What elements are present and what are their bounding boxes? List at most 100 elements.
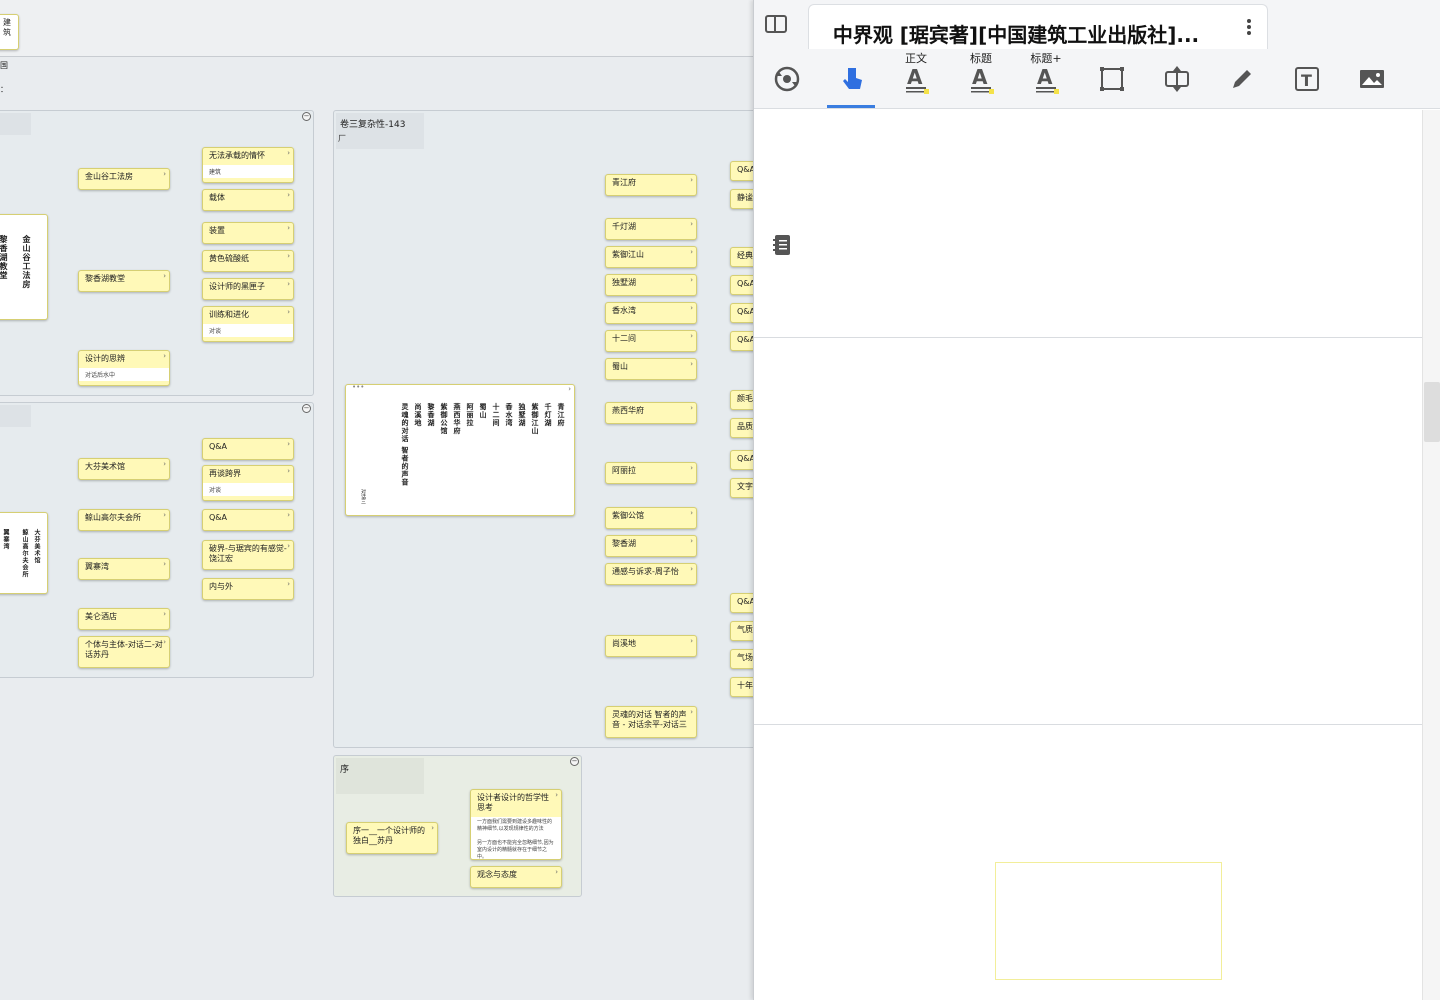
tool-image[interactable] (1345, 50, 1397, 108)
leaf-node[interactable]: Q&A (730, 161, 760, 181)
tool-label: 正文 (905, 52, 927, 65)
sidebar-toggle-icon[interactable] (765, 15, 787, 33)
mindmap-canvas[interactable]: 建筑 国 ： − 金山谷工法房 黎香湖教堂 (0, 0, 760, 1000)
arrow-icon: › (555, 868, 558, 876)
node-dafen[interactable]: 大芬美术馆› (78, 458, 170, 480)
tool-pointer[interactable] (825, 50, 877, 108)
branch-node[interactable]: 尚溪地› (605, 635, 697, 657)
page-section-2[interactable] (754, 338, 1422, 725)
node-label: 载体 (209, 193, 225, 202)
group-a-label-bg (0, 113, 31, 135)
scrollbar-thumb[interactable] (1424, 382, 1440, 442)
group-b-center-node[interactable]: 大芬美术馆 鲸山高尔夫会所 翼寨湾 (0, 512, 48, 594)
node-huangse[interactable]: 黄色硫酸纸› (202, 250, 294, 272)
branch-node[interactable]: 紫御江山› (605, 246, 697, 268)
branch-node[interactable]: 紫御公馆› (605, 507, 697, 529)
node-kuajie[interactable]: 再谈跨界对谈› (202, 465, 294, 501)
arrow-icon: › (690, 509, 693, 517)
node-zaiti[interactable]: 载体› (202, 189, 294, 211)
group-c-center-node[interactable]: ••• › 青江府千灯湖紫御江山独墅湖香水湾十二间蜀山阿丽拉燕西华府紫御公馆黎香… (345, 383, 575, 516)
document-tab[interactable]: 中界观 [琚宾著][中国建筑工业出版社]... (808, 4, 1268, 49)
more-menu-icon[interactable] (1247, 17, 1253, 37)
node-label: 十年 (737, 681, 753, 690)
arrow-icon: › (163, 610, 166, 618)
node-heixiazi[interactable]: 设计师的黑匣子› (202, 278, 294, 300)
leaf-node[interactable]: Q&A (730, 593, 760, 613)
stub-card-label: 建筑 (3, 18, 11, 37)
active-indicator (827, 105, 875, 108)
branch-node[interactable]: 阿丽拉› (605, 462, 697, 484)
scrollbar[interactable] (1422, 110, 1440, 1000)
tool-text-box[interactable]: T (1280, 50, 1332, 108)
node-label: 内与外 (209, 582, 233, 591)
node-jingshan[interactable]: 鲸山高尔夫会所› (78, 509, 170, 531)
leaf-node[interactable]: Q&A (730, 450, 760, 470)
node-pojie[interactable]: 破界-与琚宾的有感觉-饶江宏› (202, 540, 294, 570)
branch-node[interactable]: 青江府› (605, 174, 697, 196)
leaf-node[interactable]: 文字 (730, 478, 760, 498)
node-wufa[interactable]: 无法承载的情怀建筑› (202, 147, 294, 183)
branch-node[interactable]: 十二间› (605, 330, 697, 352)
tool-crop[interactable] (1085, 50, 1137, 108)
leaf-node[interactable]: Q&A (730, 331, 760, 351)
leaf-node[interactable]: Q&A (730, 303, 760, 323)
node-label: 鲸山高尔夫会所 (85, 513, 141, 522)
node-label: 尚溪地 (612, 639, 636, 648)
collapse-icon[interactable]: − (302, 404, 311, 413)
collapse-icon[interactable]: − (570, 757, 579, 766)
page-section-1[interactable] (754, 109, 1422, 338)
node-sibian[interactable]: 设计的思辨对话后水中› (78, 350, 170, 386)
arrow-icon: › (555, 791, 558, 799)
canvas-top-band (0, 0, 760, 57)
image-placeholder[interactable] (995, 862, 1222, 980)
node-xunlian[interactable]: 训练和进化对谈› (202, 306, 294, 342)
center-vertical-1: 金山谷工法房 (22, 235, 32, 289)
branch-node[interactable]: 灵魂的对话 智者的声音 - 对话余平-对话三› (605, 706, 697, 738)
stub-label-2: ： (0, 85, 8, 94)
leaf-node[interactable]: 十年 (730, 677, 760, 697)
arrow-icon: › (690, 464, 693, 472)
node-neiyuwai[interactable]: 内与外› (202, 578, 294, 600)
leaf-node[interactable]: 颜毛为 (730, 390, 760, 410)
branch-node[interactable]: 独墅湖› (605, 274, 697, 296)
node-label: Q&A (737, 279, 756, 288)
branch-node[interactable]: 千灯湖› (605, 218, 697, 240)
branch-node[interactable]: 通感与诉求-周子怡› (605, 563, 697, 585)
node-zhexue[interactable]: 设计者设计的哲学性思考 一方面我们需要到建设多趣味性的精神细节,以发现规律性的方… (470, 789, 562, 860)
node-qa[interactable]: Q&A› (202, 438, 294, 460)
node-zhuangzhi[interactable]: 装置› (202, 222, 294, 244)
branch-node[interactable]: 香水湾› (605, 302, 697, 324)
leaf-node[interactable]: 气质和 (730, 621, 760, 641)
leaf-node[interactable]: Q&A (730, 275, 760, 295)
node-body: 一方面我们需要到建设多趣味性的精神细节,以发现规律性的方法另一方面也不能完全忽略… (471, 817, 561, 859)
tool-pen[interactable] (1215, 50, 1267, 108)
stub-card[interactable]: 建筑 (0, 14, 19, 50)
leaf-node[interactable]: 静谧的 (730, 189, 760, 209)
notebook-icon[interactable] (772, 233, 792, 257)
node-yizhaiwan[interactable]: 翼寨湾› (78, 558, 170, 580)
document-title: 中界观 [琚宾著][中国建筑工业出版社]... (832, 23, 1200, 47)
center-vertical-3: 翼寨湾 (2, 529, 9, 550)
node-label: 破界-与琚宾的有感觉-饶江宏 (209, 544, 287, 563)
leaf-node[interactable]: 气场 (730, 649, 760, 669)
group-a-center-node[interactable]: 金山谷工法房 黎香湖教堂 (0, 214, 48, 320)
tool-expand[interactable] (1150, 50, 1202, 108)
node-sub: 建筑 (203, 165, 293, 178)
leaf-node[interactable]: 经典 (730, 247, 760, 267)
tool-sync[interactable] (760, 50, 812, 108)
branch-node[interactable]: 蜀山› (605, 358, 697, 380)
node-guannian[interactable]: 观念与态度› (470, 866, 562, 888)
branch-node[interactable]: 黎香湖› (605, 535, 697, 557)
branch-node[interactable]: 燕西华府› (605, 402, 697, 424)
node-jinshangu[interactable]: 金山谷工法房› (78, 168, 170, 190)
node-geti[interactable]: 个体与主体-对话二-对话苏丹› (78, 636, 170, 668)
node-xu-root[interactable]: 序一__一个设计师的独白__苏丹› (346, 822, 438, 854)
collapse-icon[interactable]: − (302, 112, 311, 121)
node-lixianghu[interactable]: 黎香湖教堂› (78, 270, 170, 292)
tool-text-heading-plus[interactable]: 标题+A (1020, 50, 1072, 108)
node-meilun[interactable]: 美仑酒店› (78, 608, 170, 630)
leaf-node[interactable]: 品质 (730, 418, 760, 438)
node-qa[interactable]: Q&A› (202, 509, 294, 531)
